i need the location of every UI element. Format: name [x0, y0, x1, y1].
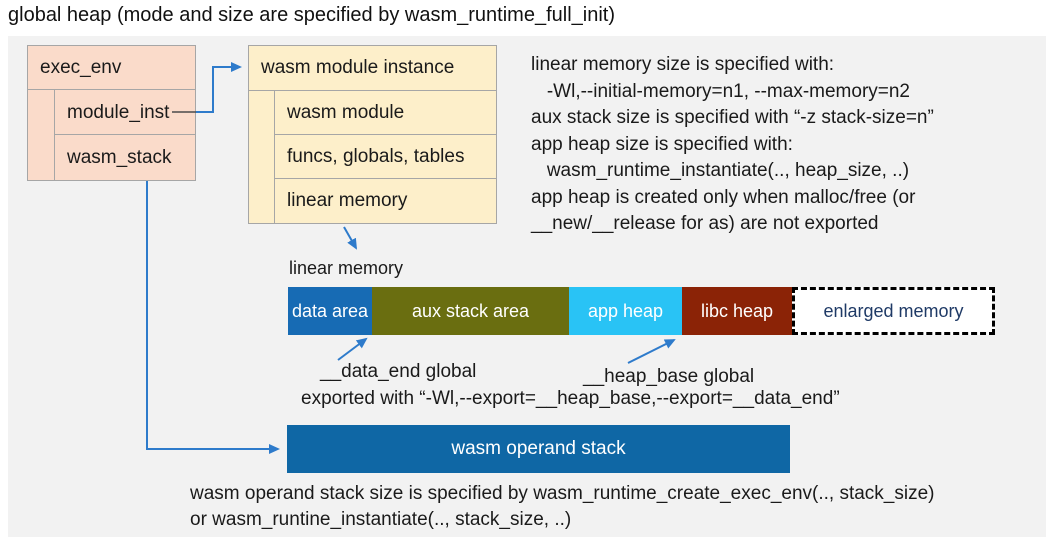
- note-line: or wasm_runtine_instantiate(.., stack_si…: [190, 509, 572, 530]
- exec-env-header: exec_env: [28, 46, 195, 90]
- module-instance-header: wasm module instance: [249, 46, 496, 91]
- note-line: __new/__release for as) are not exported: [531, 213, 879, 234]
- heap-base-global-label: __heap_base global: [583, 366, 755, 387]
- segment-aux-stack-area: aux stack area: [372, 287, 569, 335]
- segment-data-area: data area: [288, 287, 372, 335]
- wasm-operand-stack-box: wasm operand stack: [287, 425, 790, 473]
- module-instance-body: wasm module funcs, globals, tables linea…: [274, 91, 496, 223]
- exec-env-box: exec_env module_inst wasm_stack: [27, 45, 196, 181]
- segment-libc-heap: libc heap: [682, 287, 792, 335]
- exec-env-field-wasm-stack: wasm_stack: [67, 147, 172, 168]
- note-line: -Wl,--initial-memory=n1, --max-memory=n2: [531, 80, 910, 102]
- note-line: linear memory size is specified with:: [531, 54, 835, 75]
- exported-with-label: exported with “-Wl,--export=__heap_base,…: [301, 388, 840, 409]
- segment-app-heap: app heap: [569, 287, 682, 335]
- operand-stack-note: wasm operand stack size is specified by …: [190, 481, 935, 533]
- exec-env-field-module-inst: module_inst: [55, 90, 195, 135]
- memory-size-notes: linear memory size is specified with: -W…: [531, 52, 934, 238]
- note-line: aux stack size is specified with “-z sta…: [531, 107, 934, 128]
- diagram-title: global heap (mode and size are specified…: [8, 4, 615, 26]
- module-instance-box: wasm module instance wasm module funcs, …: [248, 45, 497, 224]
- note-line: wasm_runtime_instantiate(.., heap_size, …: [531, 160, 910, 181]
- exec-env-body: module_inst wasm_stack: [54, 90, 195, 180]
- note-line: app heap size is specified with:: [531, 133, 793, 155]
- linear-memory-label: linear memory: [289, 258, 404, 278]
- data-end-global-label: __data_end global: [320, 361, 477, 382]
- note-line: wasm operand stack size is specified by …: [190, 483, 935, 504]
- module-instance-row-linear-memory: linear memory: [287, 190, 408, 211]
- segment-enlarged-memory: enlarged memory: [792, 287, 995, 335]
- note-line: app heap is created only when malloc/fre…: [531, 186, 916, 208]
- module-instance-row-wasm-module: wasm module: [275, 91, 496, 135]
- module-instance-row-funcs-globals-tables: funcs, globals, tables: [275, 135, 496, 179]
